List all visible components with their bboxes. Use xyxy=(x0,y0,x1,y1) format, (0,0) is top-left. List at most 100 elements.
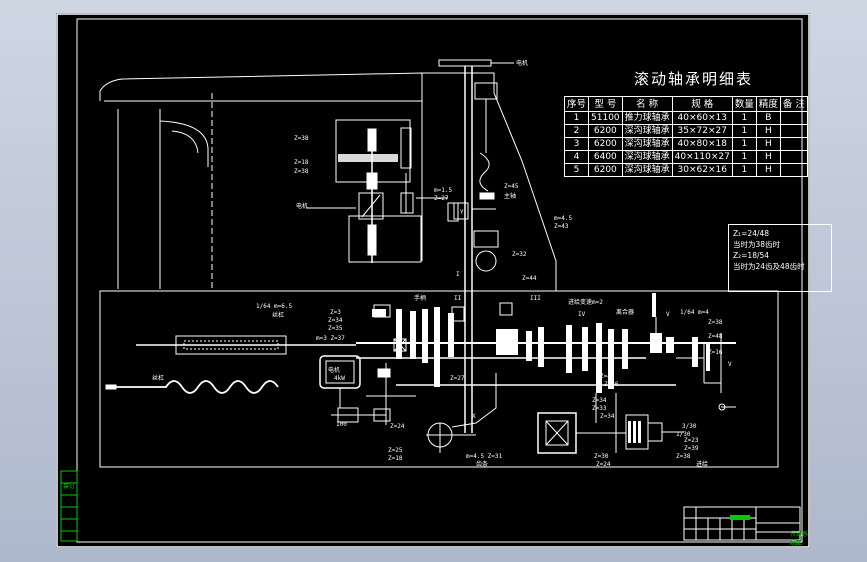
table-cell xyxy=(779,124,808,138)
table-cell: 35×72×27 xyxy=(671,124,733,138)
label-gear: Z=34 xyxy=(328,317,343,324)
label-gear: Z=33 xyxy=(592,405,607,412)
label-feed: 进给 xyxy=(696,461,709,468)
drawing-sheet: 滚动轴承明细表 序号 型 号 名 称 规 格 数量 精度 备 注 1 51100… xyxy=(56,13,832,548)
label-worm: 丝杠 xyxy=(272,312,285,319)
table-cell xyxy=(779,163,808,177)
table-cell xyxy=(779,150,808,164)
label-shaft: IV xyxy=(578,311,586,318)
label-gear: Z=38 xyxy=(294,168,309,175)
header-remark: 备 注 xyxy=(779,96,808,112)
label-clutch: 离合器 xyxy=(616,309,635,316)
label-handle: 手柄 xyxy=(414,295,427,302)
table-cell: 深沟球轴承 xyxy=(621,137,673,151)
label-shaft: II xyxy=(454,295,462,302)
table-row: 1 51100 推力球轴承 40×60×13 1 B xyxy=(563,111,808,125)
table-cell: 2 xyxy=(563,124,590,138)
label-gear: Z=16 xyxy=(708,349,723,356)
note-line: 当时为24齿及48齿时 xyxy=(733,262,805,271)
label-gear: Z=32 xyxy=(512,251,527,258)
label-shaft: III xyxy=(530,295,541,302)
table-cell: 深沟球轴承 xyxy=(621,124,673,138)
table-cell: 1 xyxy=(563,111,590,125)
table-cell: 6400 xyxy=(588,150,623,164)
header-model: 型 号 xyxy=(588,96,623,112)
header-index: 序号 xyxy=(563,96,590,112)
table-cell: 51100 xyxy=(588,111,623,125)
label-motor-box: 电机 xyxy=(328,367,341,374)
table-cell: H xyxy=(755,150,781,164)
label-gear: Z=34 xyxy=(592,397,607,404)
label-shaft: I xyxy=(456,271,460,278)
label-bottom-left: 100 xyxy=(336,421,347,428)
table-cell: 40×60×13 xyxy=(671,111,733,125)
label-gear: Z=38 xyxy=(676,453,691,460)
note-line: Z₂=18/54 xyxy=(733,251,770,260)
label-gear: Z=3 xyxy=(330,309,341,316)
title-block-name: 传动系统图 xyxy=(790,531,809,547)
table-cell: H xyxy=(755,124,781,138)
label-shaft: V xyxy=(666,311,670,318)
label-gear: Z=44 xyxy=(522,275,537,282)
header-grade: 精度 xyxy=(755,96,781,112)
table-row: 4 6400 深沟球轴承 40×110×27 1 H xyxy=(563,150,808,164)
table-cell xyxy=(779,111,808,125)
label-feed-speed: 进给变速m=2 xyxy=(568,299,603,306)
transmission-diagram xyxy=(56,13,810,548)
header-spec: 规 格 xyxy=(671,96,733,112)
label-gear: m=4.5 Z=31 xyxy=(466,453,503,460)
table-cell: 1 xyxy=(731,150,757,164)
label-end: V xyxy=(728,361,732,368)
note-line: Z₁=24/48 xyxy=(733,229,770,238)
label-motor: 电机 xyxy=(296,203,309,210)
table-cell: 5 xyxy=(563,163,590,177)
table-cell: 40×80×18 xyxy=(671,137,733,151)
label-gear: Z=39 xyxy=(684,445,699,452)
table-row: 5 6200 深沟球轴承 30×62×16 1 H xyxy=(563,163,808,177)
label-gear: Z=38 xyxy=(294,135,309,142)
table-cell: H xyxy=(755,163,781,177)
label-gear: Z=24 xyxy=(596,461,611,468)
label-gear: Z=36 xyxy=(604,381,619,388)
label-gear: Z=23 xyxy=(684,437,699,444)
label-axis: Y xyxy=(460,209,464,216)
label-spindle: 主轴 xyxy=(504,193,517,200)
bearing-table-title: 滚动轴承明细表 xyxy=(634,70,754,88)
note-line: 当时为38齿时 xyxy=(733,240,781,249)
label-gear: m=3 Z=37 xyxy=(316,335,345,342)
table-cell: 6200 xyxy=(588,137,623,151)
label-right-ratio: 1/64 m=4 xyxy=(680,309,709,316)
label-motor-spec: 4kW xyxy=(334,375,345,382)
table-cell: B xyxy=(755,111,781,125)
table-cell: 推力球轴承 xyxy=(621,111,673,125)
label-gear: Z=27 xyxy=(450,375,465,382)
table-cell: 4 xyxy=(563,150,590,164)
label-gear: m=1.5 xyxy=(434,187,453,194)
table-cell: H xyxy=(755,137,781,151)
label-lead-screw: 丝杠 xyxy=(152,375,165,382)
label-gear: Z=45 xyxy=(504,183,519,190)
label-gear: Z=34 xyxy=(600,413,615,420)
label-gear: Z=24 xyxy=(390,423,405,430)
table-cell: 6200 xyxy=(588,124,623,138)
label-top-motor: 电机 xyxy=(516,60,529,67)
header-name: 名 称 xyxy=(621,96,673,112)
label-gear: Z=18 xyxy=(388,455,403,462)
label-gear: m=4.5 xyxy=(554,215,573,222)
label-gear: Z=27 xyxy=(434,195,449,202)
table-cell: 深沟球轴承 xyxy=(621,163,673,177)
label-ratio: 1/30 xyxy=(676,431,691,438)
table-cell xyxy=(779,137,808,151)
table-row: 3 6200 深沟球轴承 40×80×18 1 H xyxy=(563,137,808,151)
table-cell: 1 xyxy=(731,137,757,151)
table-cell: 3 xyxy=(563,137,590,151)
table-cell: 深沟球轴承 xyxy=(621,150,673,164)
table-cell: 30×62×16 xyxy=(671,163,733,177)
gear-note: Z₁=24/48 当时为38齿时 Z₂=18/54 当时为24齿及48齿时 xyxy=(728,224,832,292)
label-gear: Z=38 xyxy=(708,319,723,326)
label-gear: Z=35 xyxy=(328,325,343,332)
table-cell: 1 xyxy=(731,163,757,177)
binding-strip-label: 装订 xyxy=(63,483,76,490)
label-gear: Z=43 xyxy=(554,223,569,230)
table-cell: 1 xyxy=(731,111,757,125)
